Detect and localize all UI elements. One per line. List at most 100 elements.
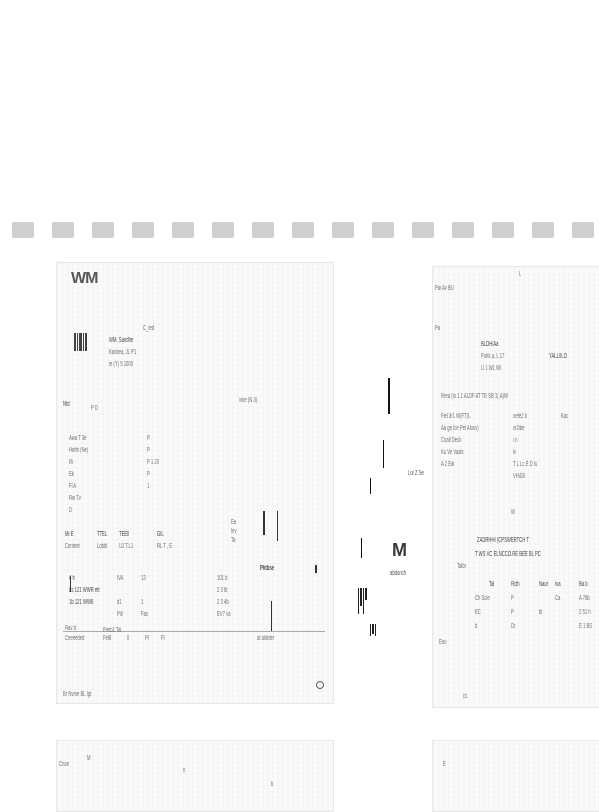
table-cell: b xyxy=(475,623,478,630)
field-label: Rw Tv xyxy=(69,495,81,502)
strip-tile xyxy=(172,222,194,238)
kv-key: Coall Deck xyxy=(441,437,462,444)
strip-tile xyxy=(252,222,274,238)
footer-cell: Ceeeeded xyxy=(65,635,85,642)
scan-mark xyxy=(383,440,384,468)
summary-cell: Mi E xyxy=(65,531,74,538)
strip-tile xyxy=(532,222,554,238)
company-line-2: T WS VC ELNCCO.RE BEE BL PC xyxy=(475,551,541,558)
field-value: P xyxy=(147,435,150,442)
summary-cell: Lobbl xyxy=(97,543,108,550)
kv-extra: Kac xyxy=(561,413,569,420)
field-value: 1 xyxy=(147,483,150,490)
address-line-1: WM. Saridhe xyxy=(109,337,134,344)
field-label: Fl A xyxy=(69,483,77,490)
table-header-cell: Naor xyxy=(539,581,549,588)
bottom-text: cs xyxy=(463,693,468,700)
qr-block xyxy=(74,333,87,351)
lower-text: E xyxy=(443,761,446,768)
kv-key: Aa ge Ice Pel Alusv) xyxy=(441,425,479,432)
field-label: Ri xyxy=(69,459,73,466)
table-header-cell: Iva xyxy=(555,581,561,588)
table-cell: bl xyxy=(539,609,543,616)
kv-value: vr2ibe xyxy=(513,425,525,432)
footer-cell: at alolder xyxy=(257,635,275,642)
strip-tile xyxy=(52,222,74,238)
strip-tile xyxy=(372,222,394,238)
section-title: Nfd xyxy=(63,401,70,408)
scan-text: Lo/ Z Se xyxy=(408,470,424,477)
table-cell: Ca xyxy=(555,595,561,602)
summary-cell: TTEL xyxy=(97,531,108,538)
summary-cell: UJ T.L1 xyxy=(119,543,134,550)
item-desc: Ls 121 WWR ett xyxy=(69,587,100,594)
kv-value: nefe2 b xyxy=(513,413,528,420)
footer-cell: Il xyxy=(127,635,130,642)
footer-cell: Fl xyxy=(161,635,165,642)
divider-mark xyxy=(271,601,272,631)
item-col: d1 xyxy=(117,599,122,606)
box-label: Ta xyxy=(231,537,236,544)
kv-key: Ku Ve Vaals xyxy=(441,449,464,456)
doc-header: C_ted xyxy=(143,325,155,332)
summary-cell: GIL xyxy=(157,531,164,538)
divider-mark xyxy=(263,511,265,535)
item-col: Fas xyxy=(141,611,149,618)
strip-tile xyxy=(412,222,434,238)
tag: YALL/ILO xyxy=(549,353,567,360)
footer-cell: Fel8 xyxy=(103,635,112,642)
tile-strip xyxy=(0,220,599,242)
table-cell: Ch Scle xyxy=(475,595,490,602)
divider-mark xyxy=(277,511,278,541)
divider-mark xyxy=(70,576,71,592)
logo-caption: abdunch xyxy=(390,570,407,577)
footer-text: Rav d xyxy=(65,625,76,632)
scan-marks xyxy=(370,624,376,636)
item-col: 1 xyxy=(141,599,144,606)
section-sub: P D xyxy=(91,405,98,412)
table-cell: Dr xyxy=(511,623,516,630)
item-amount: 2 3 lb xyxy=(217,587,228,594)
lower-text: b xyxy=(271,781,274,788)
item-col: IVA xyxy=(117,575,124,582)
scan-mark xyxy=(361,538,362,558)
lower-text: M xyxy=(87,755,91,762)
bottom-text: Br Nvme BL Igt xyxy=(63,691,92,698)
table-cell: EC xyxy=(475,609,481,616)
small-label: Talbr xyxy=(457,563,467,570)
scan-mark xyxy=(388,378,390,414)
table-cell: E 1 BS xyxy=(579,623,593,630)
field-label: Awa T 3e xyxy=(69,435,87,442)
field-label: D xyxy=(69,507,73,514)
field-value: P xyxy=(147,471,150,478)
scan-mark xyxy=(370,478,371,494)
page-mark-icon xyxy=(316,681,324,689)
kv-value: VHiGll xyxy=(513,473,525,480)
summary-cell: RL T , E xyxy=(157,543,173,550)
footer-cell: Pl xyxy=(145,635,149,642)
item-col: 13 xyxy=(141,575,146,582)
address-line-3: U 1 W1 WI xyxy=(481,365,502,372)
footer-text: Pieto1 Tal xyxy=(103,627,122,634)
kv-value: T L Lc E D Iu xyxy=(513,461,538,468)
strip-tile xyxy=(132,222,154,238)
summary-cell: Contriet xyxy=(65,543,80,550)
address-line-2: Fortk a, L 17 xyxy=(481,353,505,360)
address-line-1: BLDH/Aa xyxy=(481,341,499,348)
lower-text: Cnan xyxy=(59,761,70,768)
field-label: Ek xyxy=(69,471,74,478)
kv-value: i n xyxy=(513,437,518,444)
mark xyxy=(315,565,317,573)
amount-label: Phtbse xyxy=(260,565,275,572)
kv-key: Fiel 3r1 W(FT)L xyxy=(441,413,471,420)
lower-left-document: Cnan M b n xyxy=(56,740,334,812)
scan-marks xyxy=(358,588,367,614)
box-label: Ea xyxy=(231,519,237,526)
table-header-cell: Ba b xyxy=(579,581,588,588)
top-mark: L xyxy=(519,271,522,278)
strip-tile xyxy=(332,222,354,238)
strip-tile xyxy=(292,222,314,238)
company-line-1: ZADRHHI (CPSWERTCH T xyxy=(477,537,529,544)
small-label-2: Eou xyxy=(439,639,447,646)
info-line: Rrea (lo 1.1 ALDF AT TE SB 1(.A)W xyxy=(441,393,508,400)
